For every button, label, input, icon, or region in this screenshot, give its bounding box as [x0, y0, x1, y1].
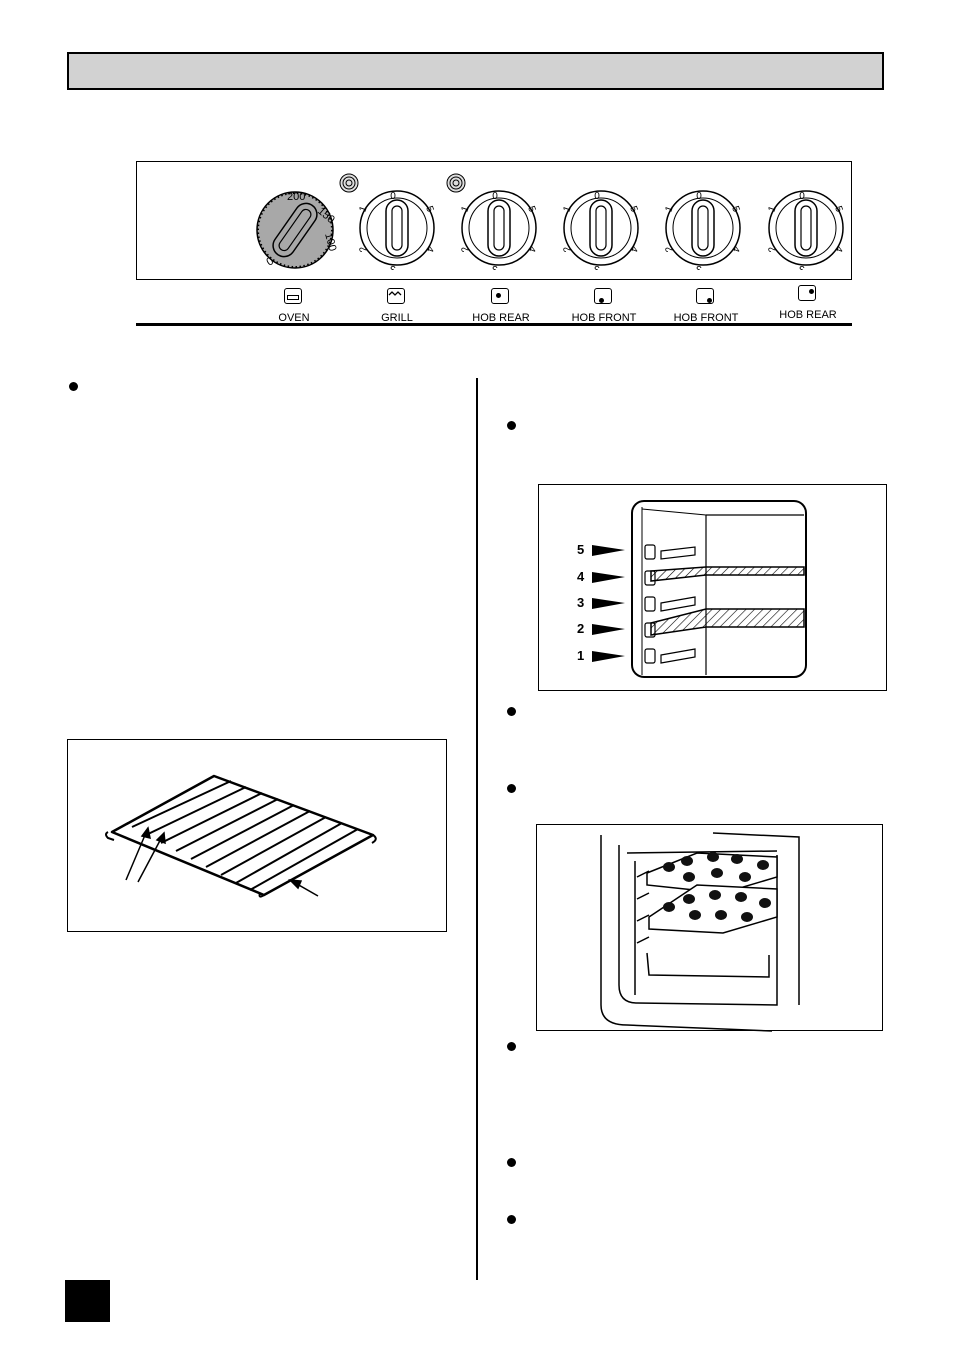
column-divider: [476, 378, 478, 1280]
dial-mark: 3: [390, 263, 396, 270]
dial-mark: 5: [627, 205, 639, 214]
wire-shelf-figure: [67, 739, 447, 932]
oven-temperature-knob[interactable]: 200 150 100 0: [249, 186, 345, 276]
page-number-tab: [65, 1280, 110, 1322]
dial-mark: 5: [832, 205, 844, 214]
control-label-oven: OVEN: [278, 312, 310, 324]
dial-mark: 4: [832, 244, 844, 253]
dial-mark: 3: [696, 263, 702, 270]
hob-rear-right-knob[interactable]: 0 1 2 3 4 5: [766, 186, 846, 270]
shelf-positions-figure: 5 4 3 2 1: [538, 484, 887, 691]
oven-dial-mark: 200: [287, 191, 305, 203]
dial-mark: 2: [663, 244, 675, 253]
hob-front-right-icon: [696, 288, 714, 304]
oven-dial-mark: 0: [265, 255, 276, 268]
hob-rear-right-icon: [798, 285, 816, 301]
shelf-position-number: 1: [577, 648, 585, 663]
control-label-hob-rear-right: HOB REAR: [779, 309, 837, 321]
dial-mark: 3: [594, 263, 600, 270]
oven-dial-mark: 100: [322, 232, 338, 253]
dial-mark: 3: [799, 263, 805, 270]
hob-front-left-icon: [594, 288, 612, 304]
hob-rear-left-knob[interactable]: 0 1 2 3 4 5: [459, 186, 539, 270]
dial-mark: 0: [492, 191, 498, 202]
control-label-grill: GRILL: [381, 312, 413, 324]
dial-mark: 1: [358, 204, 370, 213]
hob-front-left-knob[interactable]: 0 1 2 3 4 5: [561, 186, 641, 270]
hob-rear-left-icon: [491, 288, 509, 304]
control-label-hob-front-left: HOB FRONT: [571, 312, 637, 324]
dial-mark: 2: [561, 244, 573, 253]
dial-mark: 4: [627, 244, 639, 253]
dial-mark: 2: [459, 244, 471, 253]
dial-mark: 1: [460, 204, 472, 213]
dial-mark: 5: [729, 205, 741, 214]
grill-knob[interactable]: 0 1 2 3 4 5: [357, 186, 437, 270]
shelf-position-number: 5: [577, 542, 585, 557]
bullet: [507, 784, 516, 793]
bullet: [507, 1042, 516, 1051]
bullet: [507, 1215, 516, 1224]
shelf-arrow-icon: [592, 624, 625, 635]
indicator-light-icon: [339, 173, 359, 193]
control-label-hob-front-right: HOB FRONT: [673, 312, 739, 324]
shelf-position-number: 4: [577, 569, 585, 584]
dial-mark: 2: [766, 244, 778, 253]
dial-mark: 5: [423, 205, 435, 214]
shelf-arrow-icon: [592, 651, 625, 662]
dial-mark: 0: [594, 191, 600, 202]
dial-mark: 0: [696, 191, 702, 202]
shelf-arrow-icon: [592, 545, 625, 556]
bullet: [507, 1158, 516, 1167]
panel-base-line: [136, 323, 852, 326]
oven-icon: [284, 288, 302, 304]
shelf-position-number: 3: [577, 595, 585, 610]
bullet: [507, 421, 516, 430]
dial-mark: 1: [664, 204, 676, 213]
shelf-arrow-icon: [592, 572, 625, 583]
dial-mark: 1: [562, 204, 574, 213]
dial-mark: 1: [767, 204, 779, 213]
bullet: [507, 707, 516, 716]
grill-icon: [387, 288, 405, 304]
dial-mark: 4: [525, 244, 537, 253]
shelf-position-number: 2: [577, 621, 585, 636]
dial-mark: 4: [423, 244, 435, 253]
dial-mark: 3: [492, 263, 498, 270]
shelf-arrow-icon: [592, 598, 625, 609]
indicator-light-icon: [446, 173, 466, 193]
section-header-bar: [67, 52, 884, 90]
bullet: [69, 382, 78, 391]
dial-mark: 0: [799, 191, 805, 202]
control-panel: [136, 161, 852, 280]
dial-mark: 5: [525, 205, 537, 214]
dial-mark: 4: [729, 244, 741, 253]
hob-front-right-knob[interactable]: 0 1 2 3 4 5: [663, 186, 743, 270]
control-label-hob-rear-left: HOB REAR: [472, 312, 530, 324]
dial-mark: 0: [390, 191, 396, 202]
baking-trays-figure: [536, 824, 883, 1032]
dial-mark: 2: [357, 244, 369, 253]
